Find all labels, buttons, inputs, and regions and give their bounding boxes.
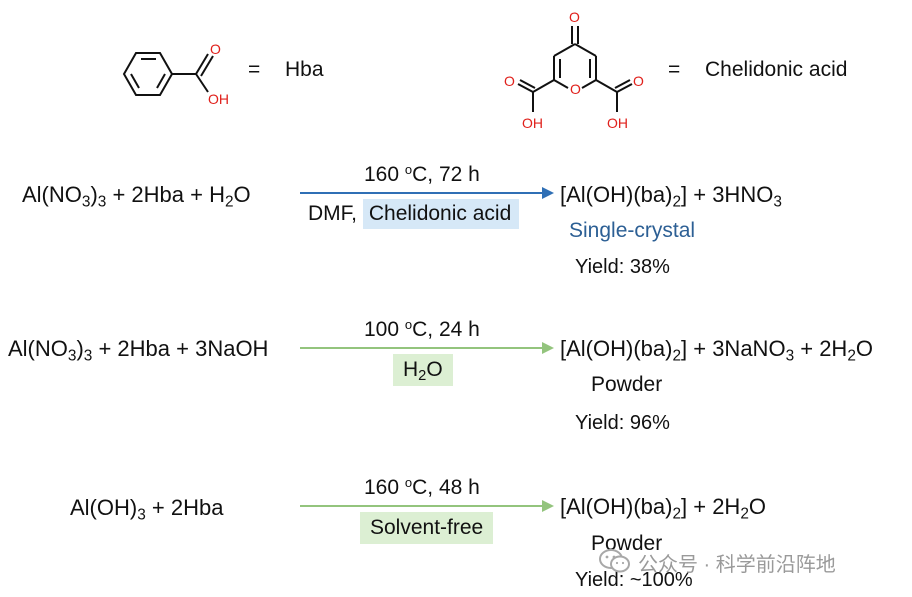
reaction3-reactants: Al(OH)3 + 2Hba (70, 495, 224, 524)
chel-ring-o: O (570, 81, 581, 97)
chel-right-oh: OH (607, 115, 628, 131)
reaction3-solvent: Solvent-free (360, 512, 494, 544)
reaction1-reactants: Al(NO3)3 + 2Hba + H2O (22, 182, 251, 211)
reaction2-products: [Al(OH)(ba)2] + 3NaNO3 + 2H2O (560, 336, 874, 365)
reaction1-form: Single-crystal (569, 219, 696, 242)
reaction2-conditions-top: 100 oC, 24 h (364, 316, 480, 341)
hba-carbonyl-o: O (210, 41, 221, 57)
hba-equals: = (248, 58, 261, 81)
chel-left-oh: OH (522, 115, 543, 131)
reaction2-reactants: Al(NO3)3 + 2Hba + 3NaOH (8, 336, 269, 365)
reaction2-yield: Yield: 96% (575, 412, 670, 434)
reaction3-products: [Al(OH)(ba)2] + 2H2O (560, 494, 767, 523)
reaction2-solvent: H2O (393, 354, 453, 386)
hba-label: Hba (285, 58, 324, 81)
chel-right-carbonyl-o: O (633, 73, 644, 89)
watermark-text: 公众号 · 科学前沿阵地 (638, 554, 836, 576)
chelidonic-acid-structure: O O O OH O OH (504, 9, 644, 131)
reaction1-conditions-bottom: DMF, Chelidonic acid (308, 199, 520, 229)
reaction1-additive: Chelidonic acid (362, 199, 520, 229)
reaction1-solvent: DMF, (308, 202, 357, 225)
reaction1-products: [Al(OH)(ba)2] + 3HNO3 (560, 182, 782, 211)
reaction3-yield: Yield: ~100% (575, 569, 693, 591)
hba-structure: O OH (122, 41, 229, 107)
chel-left-carbonyl-o: O (504, 73, 515, 89)
wechat-icon (599, 549, 630, 573)
chel-ketone-o: O (569, 9, 580, 25)
chelidonic-label: Chelidonic acid (705, 58, 848, 81)
reaction1-conditions-top: 160 oC, 72 h (364, 161, 480, 186)
hba-hydroxyl-oh: OH (208, 91, 229, 107)
reaction2-form: Powder (591, 373, 663, 396)
reaction1-yield: Yield: 38% (575, 256, 670, 278)
chelidonic-equals: = (668, 58, 681, 81)
reaction3-conditions-top: 160 oC, 48 h (364, 474, 480, 499)
